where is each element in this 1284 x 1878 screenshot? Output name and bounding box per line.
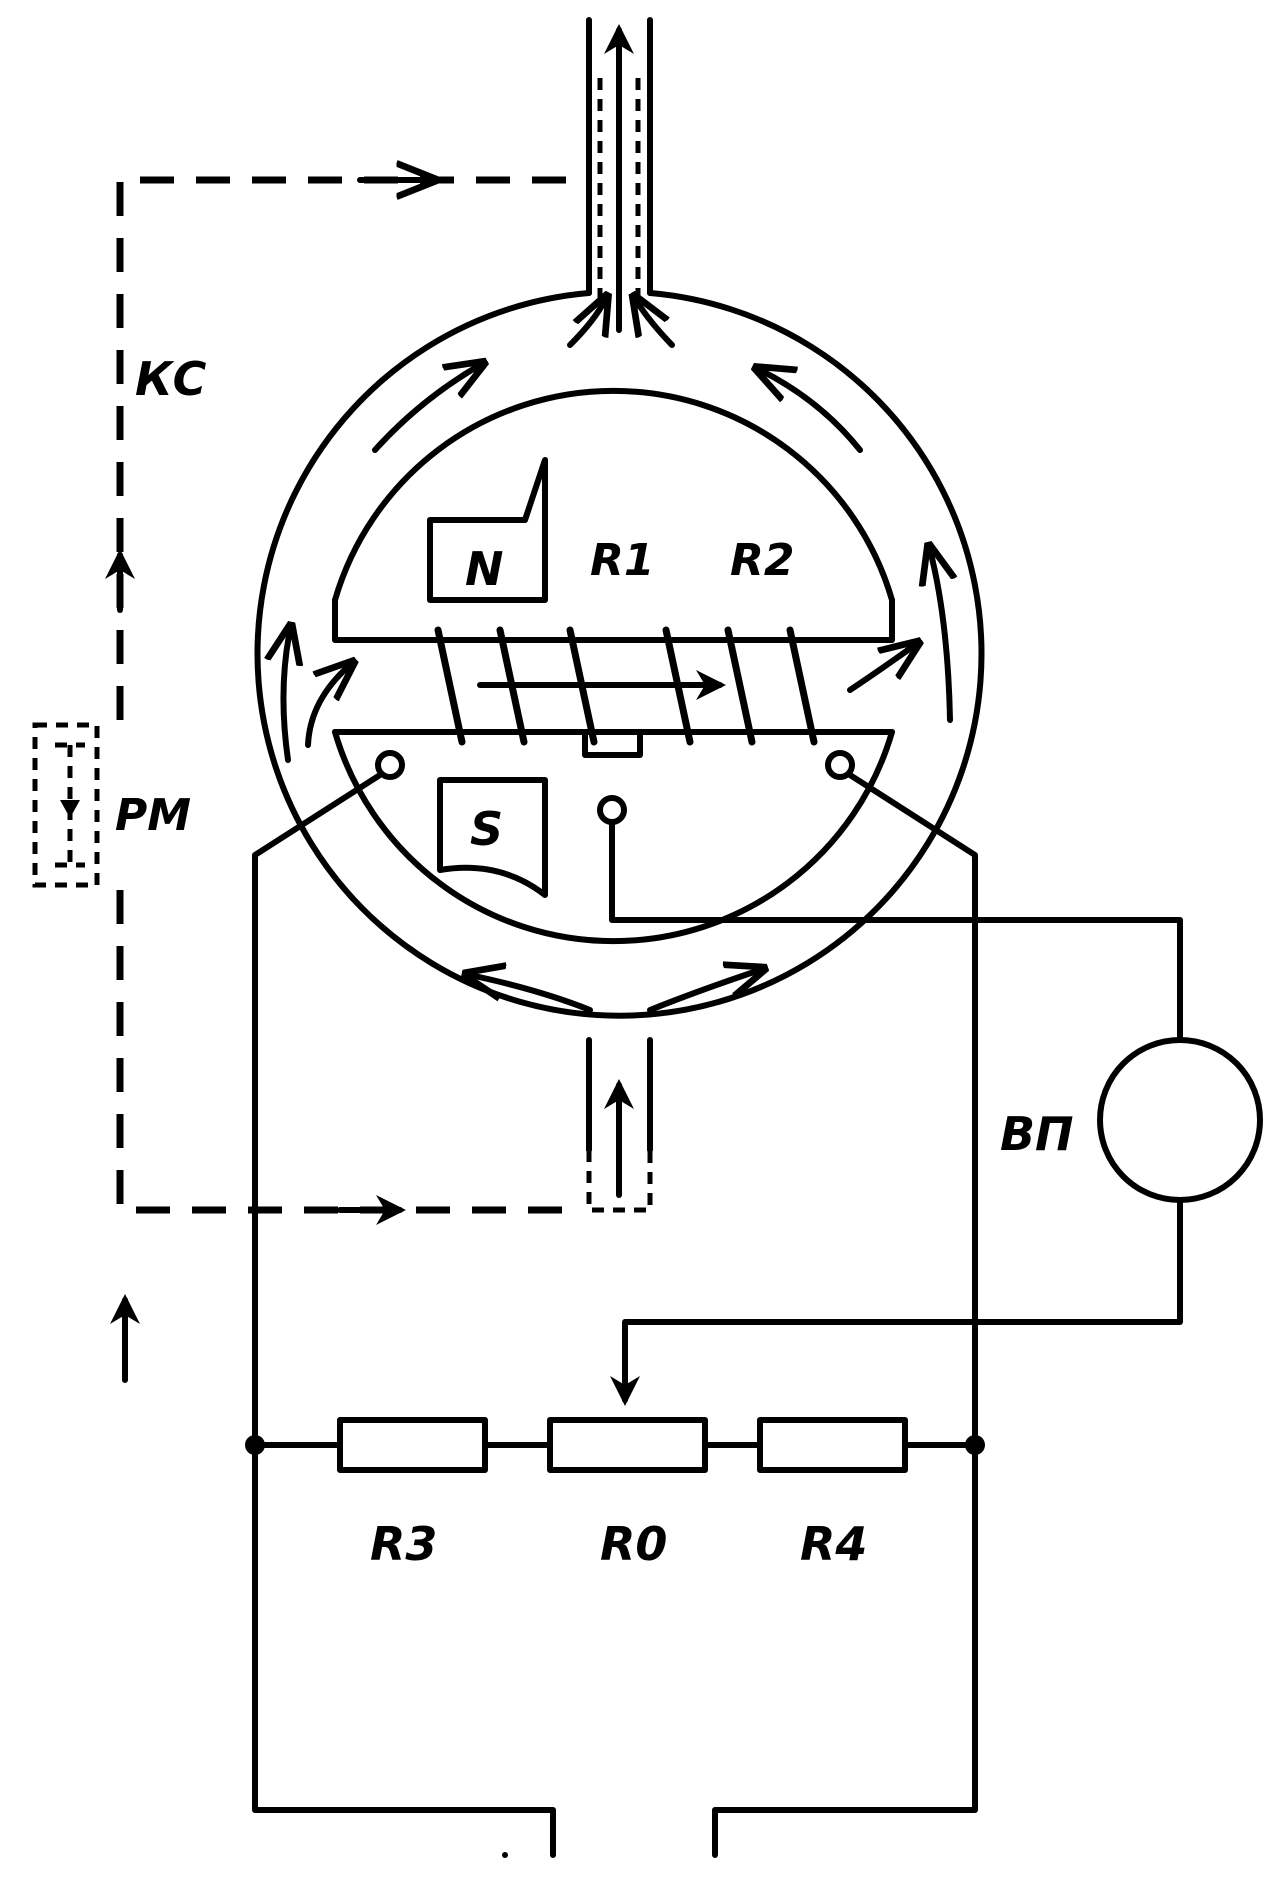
r2-label: R2 — [730, 535, 795, 586]
flow-arrow-inner-right — [847, 645, 915, 693]
rm-valve-symbol-icon — [60, 800, 80, 818]
vp-label: ВП — [1000, 1107, 1074, 1161]
junction-right — [965, 1435, 985, 1455]
resistor-r4 — [757, 1417, 908, 1473]
terminal-center — [597, 795, 627, 825]
wiring — [245, 772, 1183, 1858]
south-magnet-body — [437, 777, 548, 898]
r4-label: R4 — [800, 1517, 867, 1571]
flow-arrows — [283, 300, 950, 1013]
coil-center-tap-block — [582, 732, 643, 758]
dashed-lower-line — [116, 890, 580, 1214]
flow-arrow-bottom-right — [647, 970, 760, 1013]
coil-turn-1 — [434, 626, 466, 746]
measuring-device: ВП — [1000, 1037, 1263, 1203]
coil-turn-5 — [724, 626, 756, 746]
flow-arrow-top-left — [372, 365, 480, 453]
ring-inner-wall — [332, 387, 895, 945]
flow-arrow-bottom-left — [470, 975, 593, 1013]
rm-valve-box — [32, 722, 100, 888]
ring-outer-wall — [254, 290, 985, 1019]
wire-meter-to-slider — [610, 1197, 1183, 1406]
inlet-pipe-dash — [586, 1150, 653, 1213]
rm-valve-inner — [55, 742, 85, 868]
south-pole-label: S — [470, 802, 503, 856]
wire-left-coil — [252, 772, 556, 1858]
resistor-r3 — [337, 1417, 488, 1473]
flow-arrow-outlet-left — [567, 300, 605, 348]
flow-arrow-top-right — [760, 370, 863, 453]
ks-label: КС — [135, 352, 207, 406]
control-loop: КС РМ — [32, 180, 580, 1383]
terminal-right — [825, 750, 855, 780]
r0-label: R0 — [600, 1517, 667, 1571]
ring-channel — [254, 17, 985, 1213]
resistor-r0 — [547, 1417, 708, 1473]
north-magnet-body — [427, 457, 548, 603]
resistors: R3 R0 R4 — [337, 1417, 908, 1571]
junction-left — [245, 1435, 265, 1455]
wire-right-coil — [712, 772, 978, 1858]
flow-arrow-inner-left — [305, 665, 350, 748]
flow-arrow-left — [283, 630, 290, 763]
flow-arrow-outlet-right — [636, 300, 675, 348]
outlet-pipe — [586, 17, 653, 296]
inlet-pipe — [586, 1037, 653, 1153]
meter-circle — [1097, 1037, 1263, 1203]
terminals — [375, 750, 855, 825]
upper-pole-plate — [332, 597, 895, 643]
magnet-assembly: N S R1 R2 — [332, 457, 895, 898]
coil-turn-6 — [786, 626, 818, 746]
north-pole-label: N — [465, 542, 504, 596]
rm-label: РМ — [115, 790, 191, 841]
terminal-left — [375, 750, 405, 780]
r3-label: R3 — [370, 1517, 437, 1571]
r1-label: R1 — [590, 535, 655, 586]
flow-arrow-right — [930, 550, 950, 723]
wire-center-tap — [609, 819, 1183, 1043]
